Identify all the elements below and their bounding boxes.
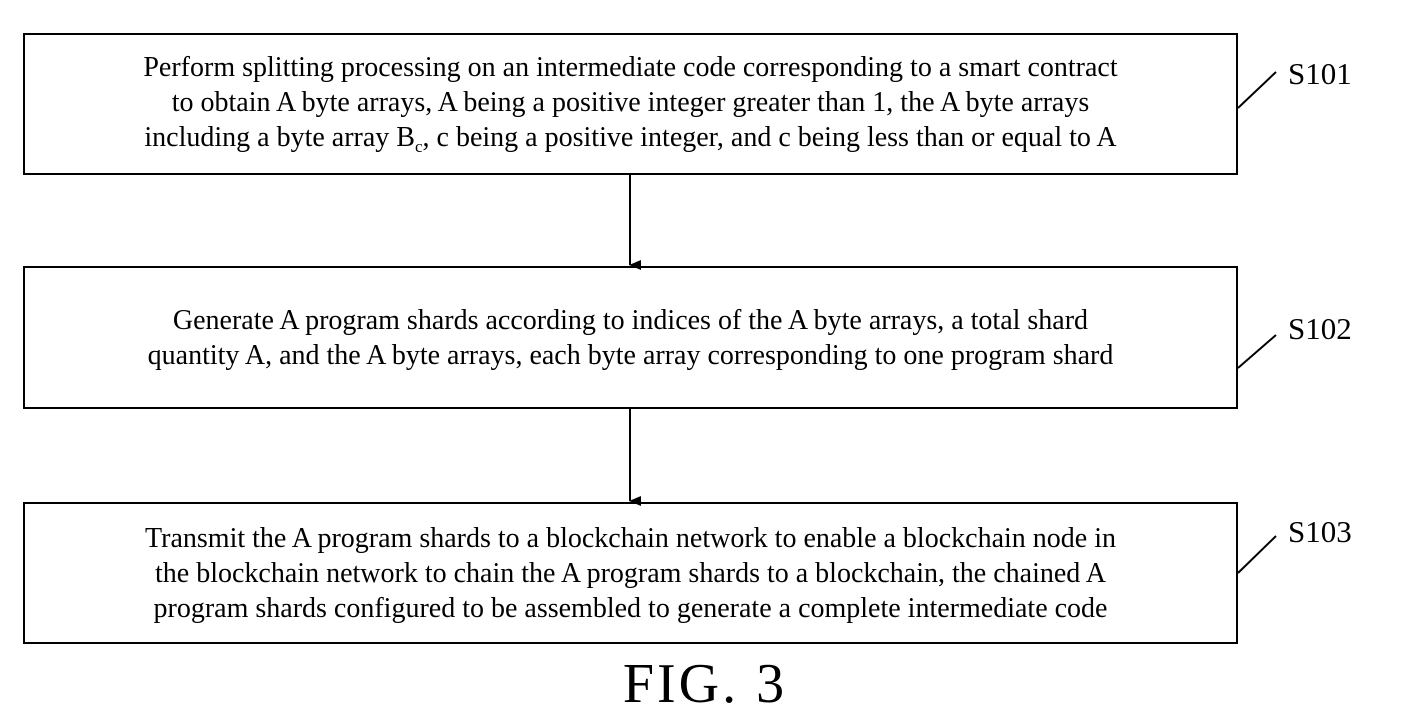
figure-caption: FIG. 3 bbox=[0, 652, 1410, 716]
step-text-line: Transmit the A program shards to a block… bbox=[145, 521, 1116, 556]
step-text-line: to obtain A byte arrays, A being a posit… bbox=[143, 85, 1117, 120]
step-text-s102: Generate A program shards according to i… bbox=[148, 303, 1114, 373]
leader-line-s102 bbox=[1238, 335, 1276, 368]
step-box-s101: Perform splitting processing on an inter… bbox=[23, 33, 1238, 175]
subscript-c: c bbox=[415, 137, 423, 156]
step-box-s103: Transmit the A program shards to a block… bbox=[23, 502, 1238, 644]
step-text-s101: Perform splitting processing on an inter… bbox=[143, 50, 1117, 158]
step-text-line: quantity A, and the A byte arrays, each … bbox=[148, 338, 1114, 373]
step-text-line: including a byte array Bc, c being a pos… bbox=[143, 120, 1117, 158]
step-label-s102: S102 bbox=[1288, 311, 1352, 347]
step-box-s102: Generate A program shards according to i… bbox=[23, 266, 1238, 409]
step-text-fragment: including a byte array B bbox=[144, 122, 415, 153]
step-text-line: Generate A program shards according to i… bbox=[148, 303, 1114, 338]
leader-line-s103 bbox=[1238, 536, 1276, 573]
step-text-fragment: , c being a positive integer, and c bein… bbox=[423, 122, 1117, 153]
step-text-line: Perform splitting processing on an inter… bbox=[143, 50, 1117, 85]
step-text-line: program shards configured to be assemble… bbox=[145, 591, 1116, 626]
step-label-s103: S103 bbox=[1288, 514, 1352, 550]
step-text-line: the blockchain network to chain the A pr… bbox=[145, 556, 1116, 591]
step-label-s101: S101 bbox=[1288, 56, 1352, 92]
step-text-s103: Transmit the A program shards to a block… bbox=[145, 521, 1116, 626]
leader-line-s101 bbox=[1238, 72, 1276, 108]
